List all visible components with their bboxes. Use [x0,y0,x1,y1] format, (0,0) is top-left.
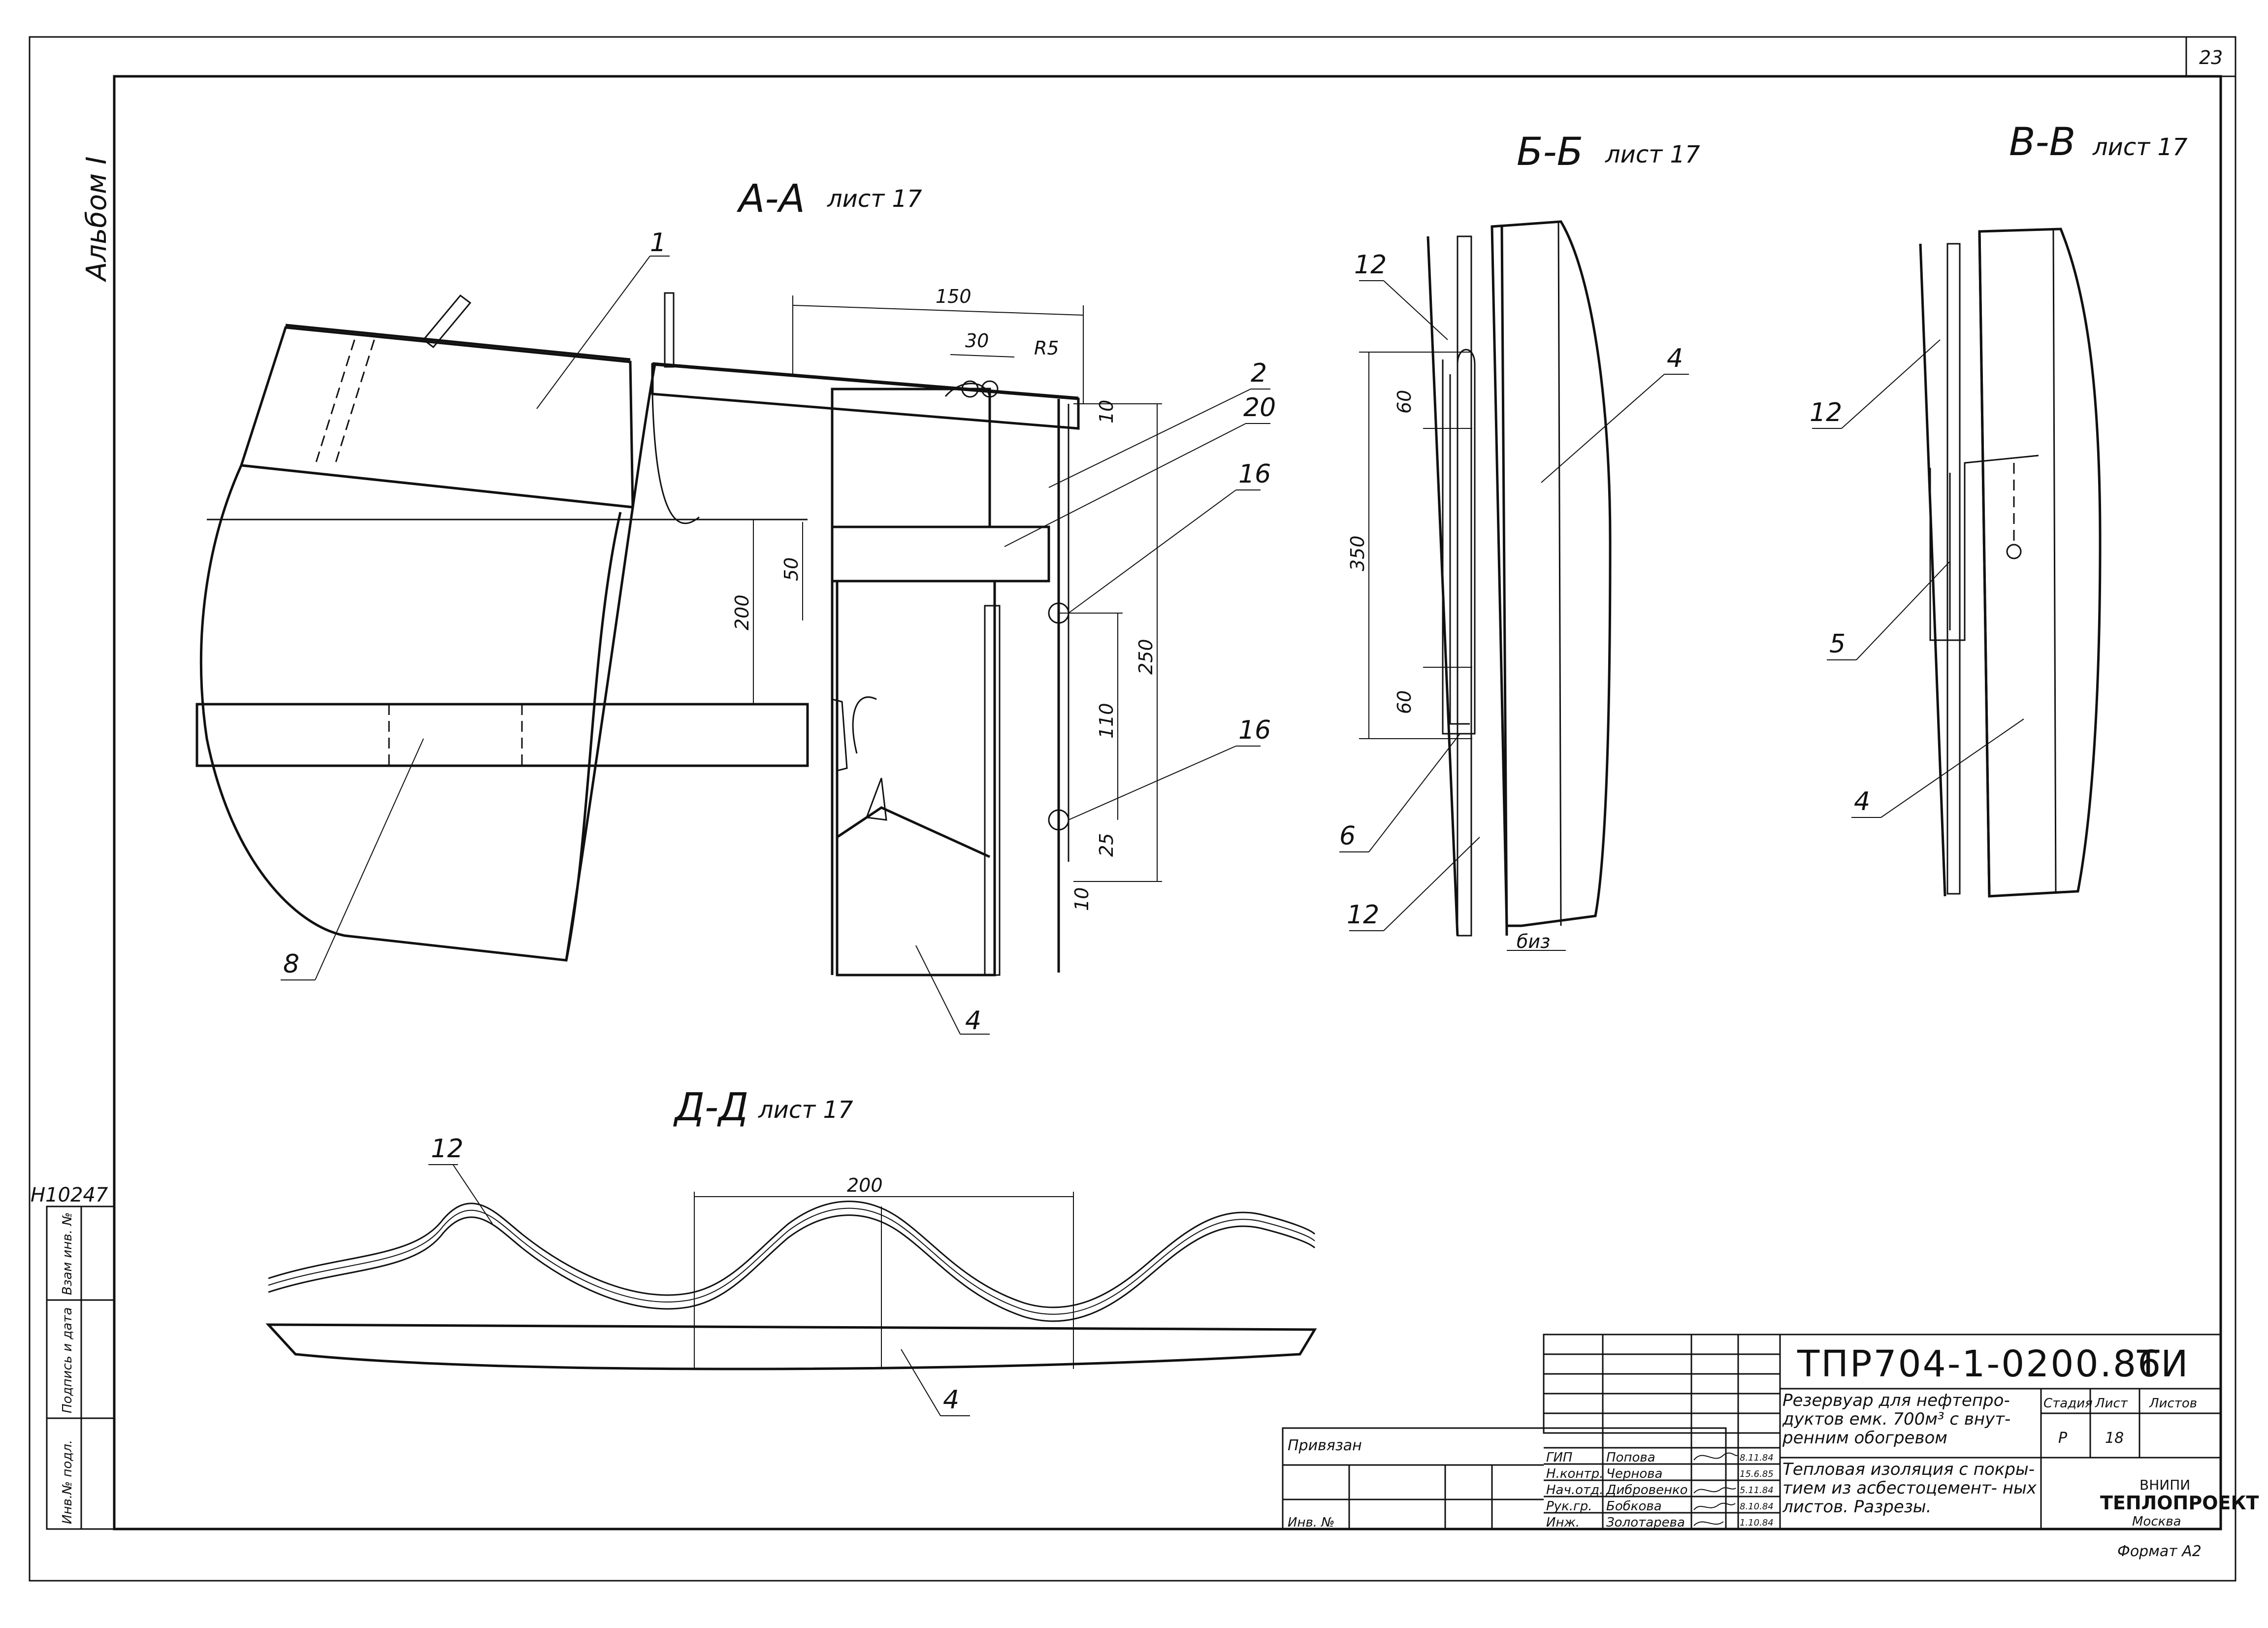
section-vv-ref: лист 17 [2092,133,2188,161]
dd-corrugated-sheet [268,1207,1315,1315]
callout-12-bb-top: 12 [1354,250,1387,280]
callout-20: 20 [1243,393,1276,423]
aa-wall-mesh [984,605,1001,976]
dim-50: 50 [780,557,802,581]
dim-250: 250 [1135,639,1157,675]
drawing-frame [113,75,2222,1530]
callout-12-vv: 12 [1810,398,1842,427]
sheet-header: Лист [2095,1396,2128,1411]
callout-6: 6 [1339,821,1356,851]
callout-8: 8 [283,949,299,979]
section-bb-ref: лист 17 [1605,141,1700,168]
stage-value: Р [2058,1430,2068,1447]
sig-name-2: Дибровенко [1606,1483,1688,1498]
archive-stamp: Н10247 Взам инв. № Подпись и дата Инв.№ … [31,1184,115,1530]
org-line1: ВНИПИ [2139,1477,2190,1493]
section-vv-title: В-В [2009,120,2075,164]
sig-name-0: Попова [1606,1450,1655,1465]
dim-60-top: 60 [1393,390,1415,414]
aa-callouts: 1 2 20 16 16 8 4 [281,228,1276,1036]
aa-wall-band [831,525,1050,583]
stamp-podpis: Подпись и дата [60,1307,75,1413]
dim-10-top: 10 [1096,400,1117,423]
sheet-number-box [2185,36,2236,77]
aa-wall-insulation [836,580,996,977]
dim-10-bottom: 10 [1071,887,1093,911]
callout-16-bottom: 16 [1238,716,1271,745]
dim-r5: R5 [1034,337,1059,359]
section-aa-title: А-А [736,177,805,221]
section-bb-title: Б-Б [1517,130,1583,174]
album-label: Альбом I [81,157,113,282]
callout-1: 1 [650,228,666,258]
privyazan-label: Привязан [1288,1437,1362,1454]
outer-border [29,36,2236,1582]
object-name: Резервуар для нефтепро- дуктов емк. 700м… [1782,1391,2011,1448]
sig-role-4: Инж. [1546,1515,1580,1530]
sig-name-3: Бобкова [1606,1499,1662,1514]
section-vv: В-В лист 17 12 5 4 [1810,120,2188,898]
format-label: Формат А2 [2117,1543,2202,1560]
sig-role-1: Н.контр. [1546,1466,1603,1481]
aa-dimensions: 150 30 R5 10 50 200 250 110 25 10 [731,286,1162,911]
callout-12-bb-bottom: 12 [1347,900,1379,930]
dim-30: 30 [965,330,989,352]
sig-role-3: Рук.гр. [1546,1499,1592,1514]
dim-biz: биз [1517,931,1550,952]
callout-4-aa: 4 [965,1006,981,1036]
dim-150: 150 [936,286,972,307]
dim-200: 200 [731,594,753,630]
callout-4-dd: 4 [943,1385,959,1415]
aa-roof-sheet [285,324,631,361]
sig-date-4: 1.10.84 [1740,1518,1774,1528]
aa-band-8 [195,703,809,767]
title-block: Привязан Инв. № ГИП Попова 8.11.84 Н.кон… [1282,1334,2259,1560]
callout-4-bb: 4 [1667,344,1683,373]
doc-type: ТИ [2137,1343,2190,1385]
dim-60-bottom: 60 [1393,690,1415,714]
callout-4-vv: 4 [1854,787,1870,816]
stamp-vzam: Взам инв. № [60,1212,75,1295]
dim-350: 350 [1347,535,1368,571]
sheet-title: Тепловая изоляция с покры- тием из асбес… [1782,1460,2037,1517]
section-dd-ref: лист 17 [758,1096,853,1124]
section-dd: Д-Д лист 17 200 12 4 [265,1085,1317,1416]
sig-name-1: Чернова [1606,1466,1663,1481]
sheet-value: 18 [2105,1430,2124,1447]
sig-date-2: 5.11.84 [1740,1485,1774,1496]
sheets-header: Листов [2149,1396,2197,1411]
callout-5: 5 [1829,629,1846,659]
dd-insulation-strip [265,1323,1317,1370]
doc-code: ТПР704-1-0200.86 [1797,1343,2162,1385]
section-bb: Б-Б лист 17 60 350 60 биз 12 4 6 [1339,130,1700,952]
dim-25: 25 [1096,833,1117,857]
org-line2: ТЕПЛОПРОЕКТ [2100,1492,2259,1514]
sheet-number: 23 [2199,47,2223,68]
org-city: Москва [2132,1514,2181,1529]
callout-12-dd: 12 [431,1134,463,1164]
sig-date-1: 15.6.85 [1740,1469,1774,1479]
callout-2: 2 [1251,358,1267,388]
sig-role-2: Нач.отд. [1546,1483,1603,1498]
sig-role-0: ГИП [1546,1450,1573,1465]
sig-date-0: 8.11.84 [1740,1453,1774,1463]
dim-200-dd: 200 [847,1174,883,1196]
stamp-inv-podl: Инв.№ подл. [60,1440,75,1524]
dim-110: 110 [1096,703,1117,739]
sig-name-4: Золотарева [1606,1515,1685,1530]
sig-date-3: 8.10.84 [1740,1501,1774,1512]
section-dd-title: Д-Д [673,1085,748,1130]
section-aa-ref: лист 17 [827,185,922,213]
callout-16-top: 16 [1238,459,1271,489]
aa-shell-left [199,464,622,962]
section-aa: А-А лист 17 [195,177,1276,1036]
inv-no-label: Инв. № [1288,1515,1334,1530]
stage-header: Стадия [2043,1396,2093,1411]
archive-number: Н10247 [31,1184,108,1206]
